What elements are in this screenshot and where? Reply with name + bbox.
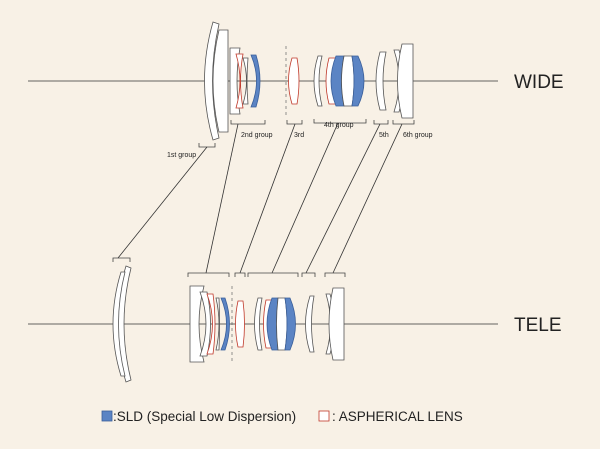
- connector-1st-group: [117, 146, 208, 259]
- tele-bracket-4th-group: [247, 272, 299, 277]
- tele-group-brackets: [112, 257, 346, 277]
- tele-g4-sld-2: [284, 297, 296, 351]
- tele-g2-element-1: [189, 285, 205, 363]
- tele-g5-element: [305, 295, 315, 353]
- group-label-2nd: 2nd group: [241, 132, 273, 139]
- tele-bracket-2nd-group: [187, 272, 230, 277]
- tele-g2-element-3: [215, 297, 220, 351]
- wide-bracket-1st-group: [198, 143, 216, 148]
- legend-aspherical-label: : ASPHERICAL LENS: [332, 409, 463, 424]
- connector-6th-group: [332, 123, 403, 274]
- group-label-3rd: 3rd: [294, 132, 304, 139]
- tele-g1-element-2: [112, 271, 126, 377]
- tele-lens-elements: [112, 265, 345, 383]
- tele-label: TELE: [514, 315, 562, 336]
- wide-bracket-2nd-group: [230, 120, 266, 125]
- wide-label: WIDE: [514, 72, 564, 93]
- wide-g5-element: [375, 51, 387, 111]
- legend-sld-label: :SLD (Special Low Dispersion): [113, 409, 296, 424]
- wide-lens-elements: [204, 21, 414, 141]
- tele-g2-asph: [206, 293, 216, 355]
- wide-group-brackets: [198, 119, 415, 148]
- connector-3rd: [239, 123, 296, 274]
- wide-g4-sld-2: [351, 55, 365, 107]
- wide-g1-element-1: [204, 21, 220, 141]
- wide-g2-sld-1: [250, 54, 261, 108]
- group-label-1st: 1st group: [167, 152, 196, 159]
- sld-swatch: [101, 410, 113, 422]
- wide-g1-element-2: [212, 29, 229, 133]
- tele-g3-asph: [235, 300, 245, 348]
- tele-g2-sld: [220, 297, 230, 351]
- group-label-5th: 5th: [379, 132, 389, 139]
- group-label-6th: 6th group: [403, 132, 433, 139]
- wide-g4-element-1: [313, 55, 323, 107]
- tele-bracket-1st-group: [112, 257, 131, 262]
- wide-g2-asph-1: [235, 53, 244, 109]
- group-connectors: [117, 122, 403, 274]
- wide-bracket-6th-group: [392, 120, 415, 125]
- wide-bracket-4th-group: [313, 119, 367, 124]
- wide-g6-element-2: [397, 43, 414, 119]
- tele-g6-element-2: [328, 287, 345, 361]
- wide-bracket-3rd: [286, 120, 303, 125]
- tele-g4-element-1: [254, 297, 263, 351]
- tele-bracket-3rd: [234, 272, 246, 277]
- wide-g3-asph: [288, 57, 300, 105]
- wide-bracket-5th: [373, 120, 389, 125]
- connector-4th-group: [271, 122, 339, 274]
- group-label-4th: 4th group: [324, 122, 354, 129]
- tele-g2-element-2: [199, 291, 211, 357]
- wide-g4-element-2: [341, 55, 355, 107]
- wide-g2-element-2: [242, 57, 249, 105]
- tele-g4-element-2: [276, 297, 288, 351]
- wide-g2-element-1: [229, 47, 241, 115]
- aspherical-swatch: [318, 410, 330, 422]
- connector-2nd-group: [205, 123, 239, 274]
- connector-5th: [305, 123, 381, 274]
- tele-bracket-6th-group: [324, 272, 346, 277]
- tele-bracket-5th: [301, 272, 316, 277]
